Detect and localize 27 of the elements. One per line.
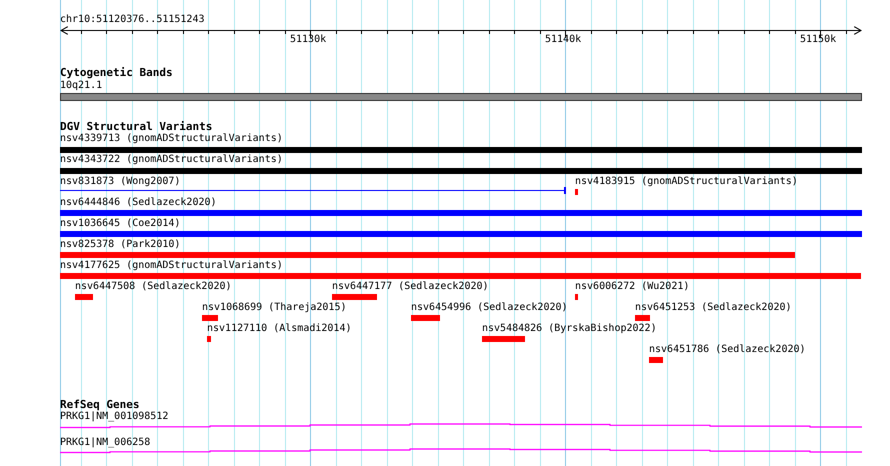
variant-label: nsv4177625 (gnomADStructuralVariants)	[60, 260, 283, 272]
variant-label: nsv6447508 (Sedlazeck2020)	[75, 281, 232, 293]
variant-label: nsv831873 (Wong2007)	[60, 176, 180, 188]
variant-label: nsv825378 (Park2010)	[60, 239, 180, 251]
gene-label: PRKG1|NM_001098512	[60, 411, 168, 423]
variant-label: nsv6447177 (Sedlazeck2020)	[332, 281, 489, 293]
region-coordinates: chr10:51120376..51151243	[60, 14, 204, 26]
variant-label: nsv6451253 (Sedlazeck2020)	[635, 302, 792, 314]
track-heading: Cytogenetic Bands	[60, 67, 173, 79]
track-heading: RefSeq Genes	[60, 399, 140, 411]
gene-label: PRKG1|NM_006258	[60, 437, 150, 449]
variant-label: nsv6444846 (Sedlazeck2020)	[60, 197, 217, 209]
variant-label: nsv6006272 (Wu2021)	[575, 281, 690, 293]
variant-label: nsv1127110 (Alsmadi2014)	[207, 323, 352, 335]
scale-tick-label: 51130k	[290, 34, 326, 46]
variant-label: nsv5484826 (ByrskaBishop2022)	[482, 323, 657, 335]
variant-label: nsv6454996 (Sedlazeck2020)	[411, 302, 568, 314]
variant-label: nsv6451786 (Sedlazeck2020)	[649, 344, 806, 356]
variant-label: nsv4339713 (gnomADStructuralVariants)	[60, 133, 283, 145]
variant-label: nsv1036645 (Coe2014)	[60, 218, 180, 230]
scale-tick-label: 51150k	[800, 34, 836, 46]
track-heading: DGV Structural Variants	[60, 121, 212, 133]
variant-label: nsv1068699 (Thareja2015)	[202, 302, 346, 314]
variant-label: nsv4343722 (gnomADStructuralVariants)	[60, 154, 283, 166]
variant-label: nsv4183915 (gnomADStructuralVariants)	[575, 176, 798, 188]
band-label: 10q21.1	[60, 80, 102, 92]
scale-tick-label: 51140k	[545, 34, 582, 46]
